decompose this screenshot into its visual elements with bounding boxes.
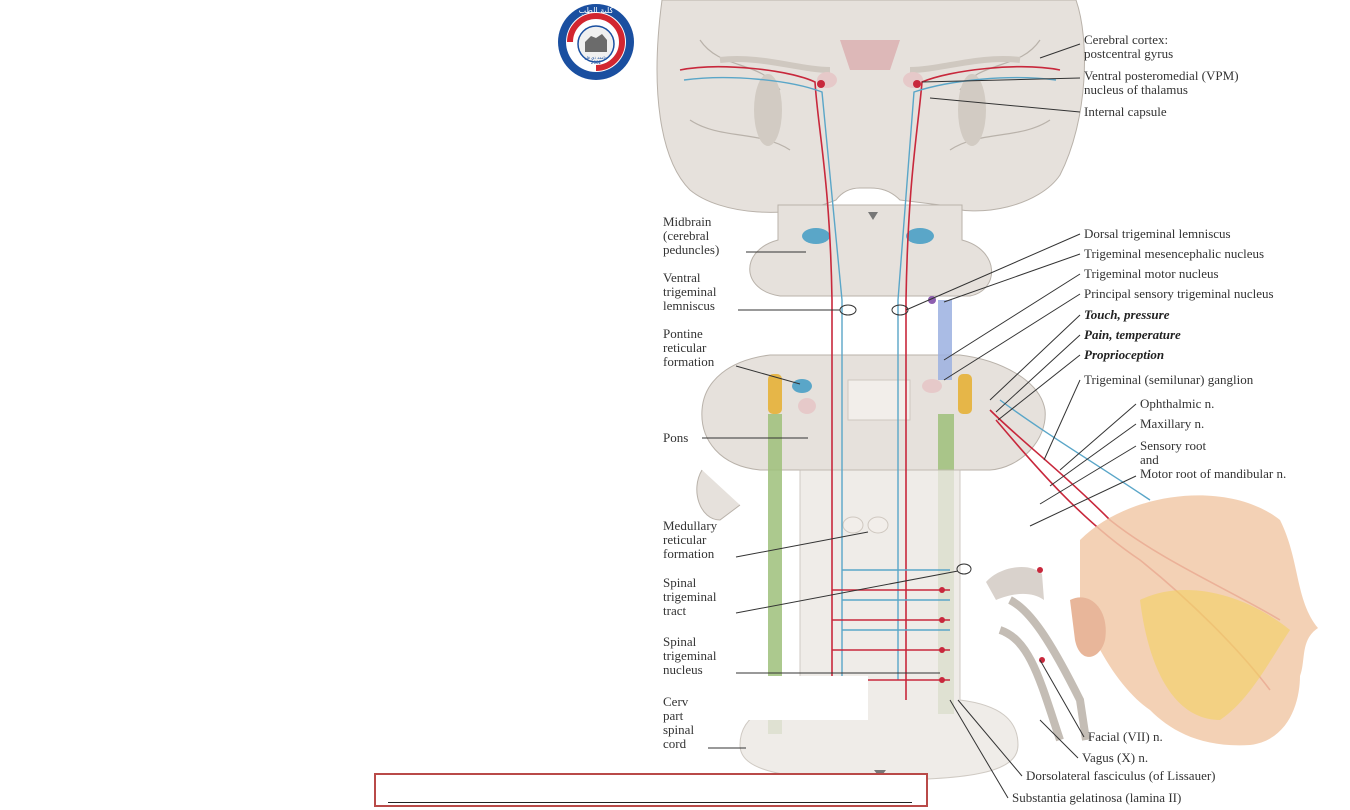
- college-logo: كلية الطب جامعة ذي قار 2002: [558, 4, 634, 80]
- label-vagus-nerve: Vagus (X) n.: [1082, 750, 1148, 765]
- logo-year: 2002: [591, 60, 602, 65]
- spinal-trigeminal-tract-left: [768, 414, 782, 734]
- label-sensory-motor-root: Sensory root and Motor root of mandibula…: [1140, 438, 1286, 481]
- label-internal-capsule: Internal capsule: [1084, 104, 1167, 119]
- label-substantia-gelatinosa: Substantia gelatinosa (lamina II): [1012, 790, 1181, 805]
- logo-inner-text: جامعة ذي قار: [584, 55, 608, 60]
- logo-building-icon: [585, 34, 607, 52]
- label-cortex: Cerebral cortex: postcentral gyrus: [1084, 32, 1173, 61]
- label-proprioception: Proprioception: [1084, 347, 1164, 362]
- label-pontine-rf: Pontine reticular formation: [663, 326, 715, 369]
- pons-section: [696, 354, 1046, 521]
- logo-red-arc: [567, 13, 625, 71]
- label-midbrain: Midbrain (cerebral peduncles): [663, 214, 719, 257]
- cerebrum-section: [656, 0, 1085, 213]
- label-cervical-cord: Cerv part spinal cord: [663, 694, 697, 751]
- mesencephalic-nucleus-column: [938, 300, 952, 380]
- label-spinal-nucleus: Spinal trigeminal nucleus: [663, 634, 720, 677]
- face-profile: [986, 495, 1318, 746]
- label-touch-pressure: Touch, pressure: [1084, 307, 1170, 322]
- label-lissauer: Dorsolateral fasciculus (of Lissauer): [1026, 768, 1216, 783]
- midbrain-section: [749, 204, 993, 297]
- caption-box: [374, 773, 928, 807]
- label-facial-nerve: Facial (VII) n.: [1088, 729, 1163, 744]
- label-medullary-rf: Medullary reticular formation: [663, 518, 720, 561]
- label-pain-temperature: Pain, temperature: [1084, 327, 1181, 342]
- leader-lines: [702, 43, 1137, 799]
- label-vpm: Ventral posteromedial (VPM) nucleus of t…: [1084, 68, 1242, 97]
- label-motor-nucleus: Trigeminal motor nucleus: [1084, 266, 1219, 281]
- label-mesencephalic-nucleus: Trigeminal mesencephalic nucleus: [1084, 246, 1264, 261]
- label-spinal-tract: Spinal trigeminal tract: [663, 575, 720, 618]
- label-pons: Pons: [663, 430, 688, 445]
- label-ventral-lemniscus: Ventral trigeminal lemniscus: [663, 270, 720, 313]
- label-maxillary: Maxillary n.: [1140, 416, 1204, 431]
- logo-arabic-title: كلية الطب: [579, 6, 614, 15]
- caption-underline: [388, 802, 912, 803]
- tract-markers: [817, 80, 1045, 683]
- label-dorsal-lemniscus: Dorsal trigeminal lemniscus: [1084, 226, 1231, 241]
- label-ophthalmic: Ophthalmic n.: [1140, 396, 1214, 411]
- label-principal-sensory-nucleus: Principal sensory trigeminal nucleus: [1084, 286, 1274, 301]
- label-trigeminal-ganglion: Trigeminal (semilunar) ganglion: [1084, 372, 1254, 387]
- white-cover-patch: [716, 676, 868, 720]
